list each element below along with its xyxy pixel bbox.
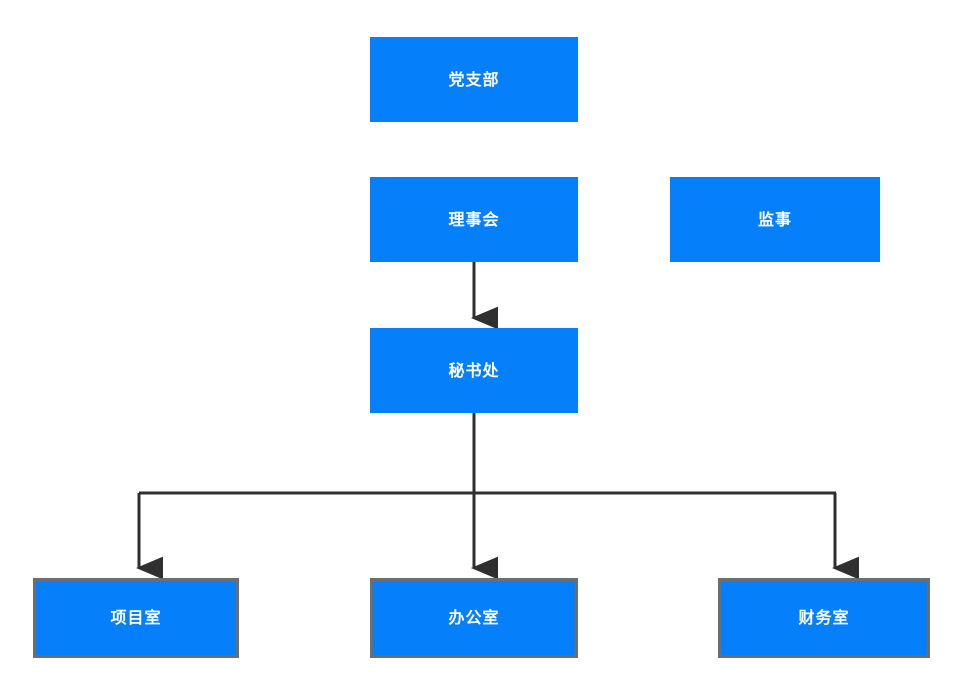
node-board-of-directors[interactable]: 理事会 bbox=[370, 177, 578, 262]
node-administrative-office-label: 办公室 bbox=[448, 608, 500, 627]
node-finance-office[interactable]: 财务室 bbox=[718, 578, 930, 658]
node-administrative-office[interactable]: 办公室 bbox=[370, 578, 578, 658]
edge-secretariat-bus bbox=[139, 413, 836, 495]
node-finance-office-label: 财务室 bbox=[798, 608, 850, 627]
node-supervisor[interactable]: 监事 bbox=[670, 177, 880, 262]
node-party-branch[interactable]: 党支部 bbox=[370, 37, 578, 122]
node-supervisor-label: 监事 bbox=[757, 209, 792, 229]
node-project-office[interactable]: 项目室 bbox=[33, 578, 239, 658]
node-board-of-directors-label: 理事会 bbox=[448, 209, 500, 229]
node-project-office-label: 项目室 bbox=[110, 608, 162, 627]
node-party-branch-label: 党支部 bbox=[448, 69, 500, 89]
node-secretariat-label: 秘书处 bbox=[448, 360, 500, 380]
node-secretariat[interactable]: 秘书处 bbox=[370, 328, 578, 413]
